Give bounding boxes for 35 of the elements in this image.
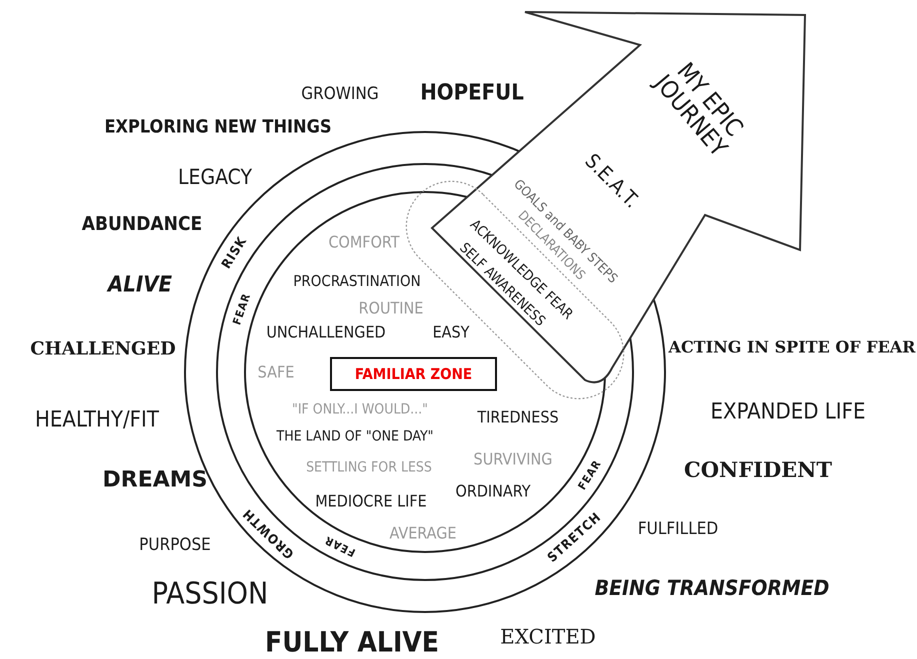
word-label: BEING TRANSFORMED	[594, 576, 830, 600]
zone-title: FAMILIAR ZONE	[354, 365, 472, 383]
word-label: CHALLENGED	[30, 340, 176, 360]
word-label: EXPANDED LIFE	[710, 400, 866, 424]
word-label: GROWING	[301, 86, 379, 104]
word-label: SURVIVING	[474, 452, 552, 468]
word-label: THE LAND OF "ONE DAY"	[276, 430, 434, 444]
word-label: FULLY ALIVE	[264, 627, 440, 657]
word-label: ABUNDANCE	[82, 215, 202, 235]
word-label: AVERAGE	[390, 526, 456, 542]
word-label: COMFORT	[328, 234, 400, 252]
word-label: HEALTHY/FIT	[35, 408, 159, 432]
word-label: PASSION	[152, 578, 268, 610]
word-label: ACTING IN SPITE OF FEAR	[668, 340, 916, 356]
word-label: DREAMS	[102, 468, 208, 492]
word-label: EXCITED	[500, 626, 596, 648]
word-label: PROCRASTINATION	[293, 274, 421, 290]
word-label: ORDINARY	[455, 484, 531, 500]
word-label: HOPEFUL	[420, 81, 524, 105]
word-label: FULFILLED	[638, 521, 718, 539]
label-box	[330, 357, 497, 391]
word-label: ALIVE	[108, 273, 172, 297]
word-label: TIREDNESS	[477, 410, 559, 426]
word-label: FEAR	[230, 291, 252, 326]
word-label: CONFIDENT	[684, 458, 832, 482]
word-label: UNCHALLENGED	[266, 324, 386, 342]
word-label: MEDIOCRE LIFE	[315, 494, 427, 510]
word-label: PURPOSE	[139, 537, 211, 555]
word-label: EXPLORING NEW THINGS	[104, 118, 332, 138]
word-label: LEGACY	[178, 166, 252, 188]
word-label: SETTLING FOR LESS	[306, 460, 432, 476]
word-label: SAFE	[258, 364, 294, 382]
word-label: ROUTINE	[358, 300, 424, 318]
word-label: EASY	[432, 324, 470, 342]
word-label: "IF ONLY...I WOULD..."	[292, 402, 428, 418]
